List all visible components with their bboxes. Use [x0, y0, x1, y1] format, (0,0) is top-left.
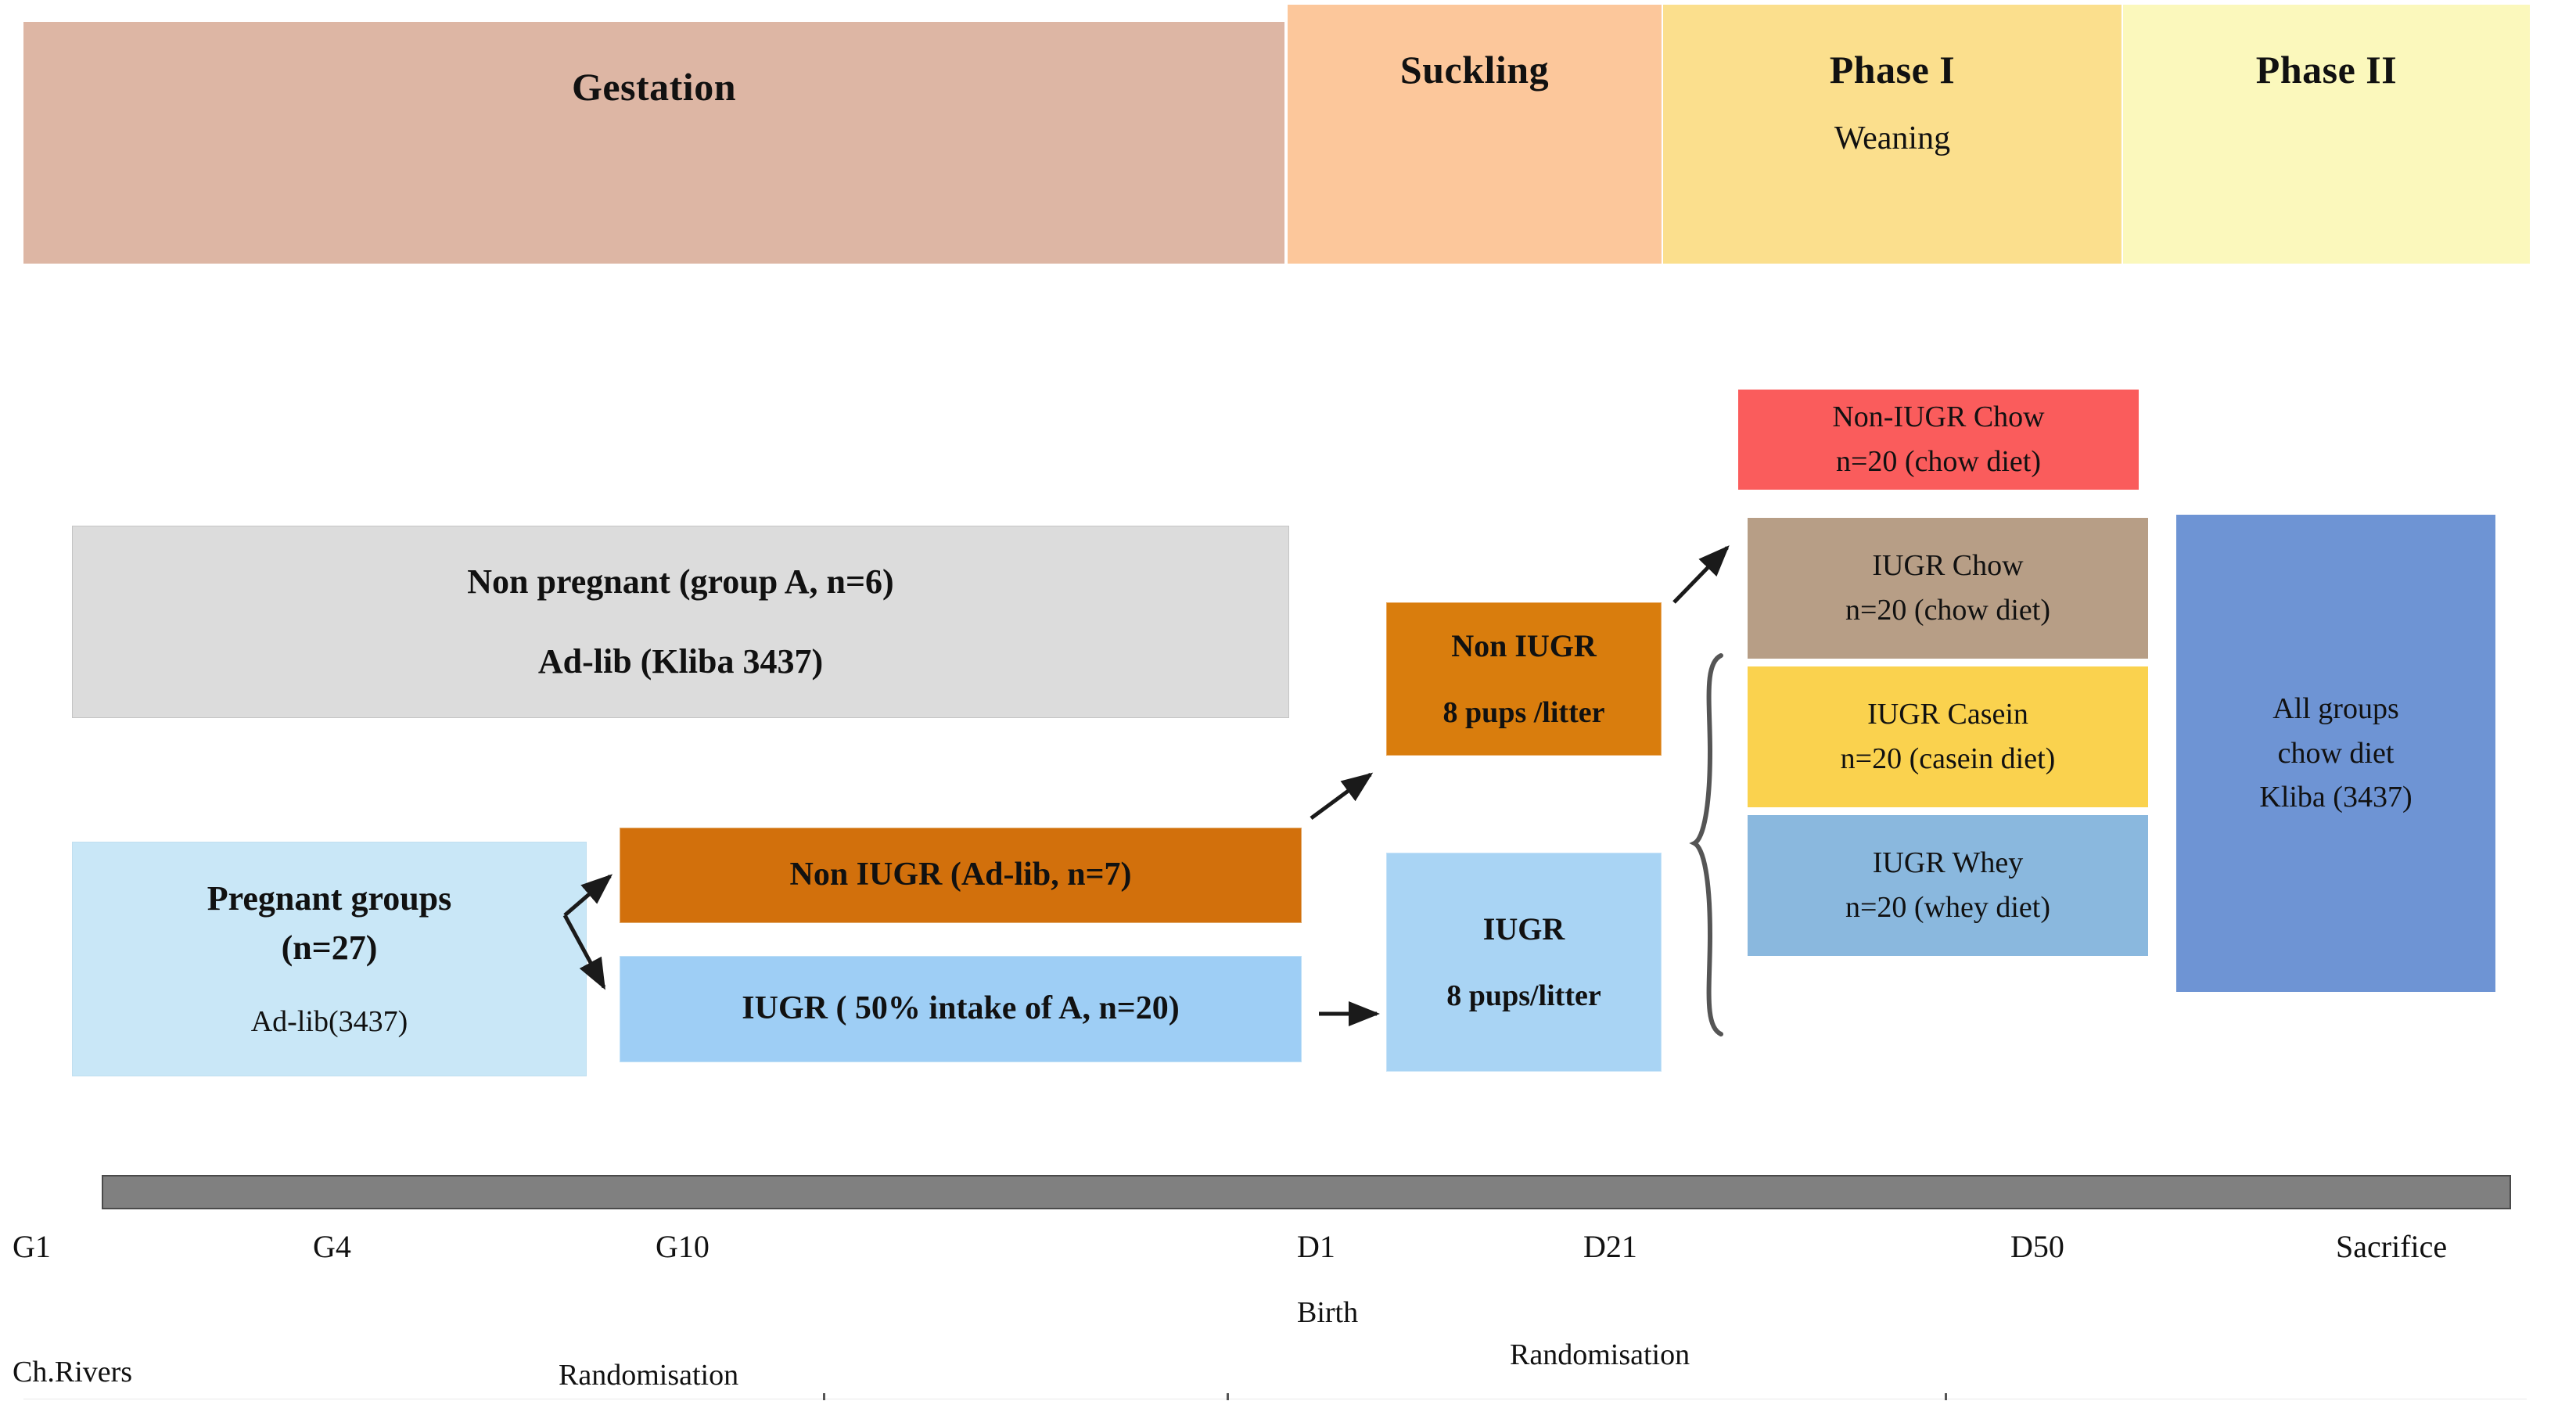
non-iugr-pups-line-1: Non IUGR: [1451, 628, 1597, 664]
banner-segment-phase-i: Phase I Weaning: [1663, 5, 2122, 264]
banner-segment-gestation: Gestation: [23, 22, 1284, 264]
iugr-pups-line-1: IUGR: [1482, 911, 1565, 947]
non-pregnant-line-1: Non pregnant (group A, n=6): [467, 562, 894, 601]
pregnant-groups-line-2: (n=27): [281, 928, 378, 967]
timeline-tick-3: [1945, 1393, 1947, 1400]
iugr-pups-line-2: 8 pups/litter: [1446, 979, 1601, 1013]
banner-subtitle-weaning: Weaning: [1834, 120, 1951, 156]
timeline-label-g1: G1: [13, 1229, 51, 1264]
box-diet-iugr-whey: IUGR Whey n=20 (whey diet): [1748, 815, 2148, 956]
iugr-intake-label: IUGR ( 50% intake of A, n=20): [742, 990, 1180, 1027]
timeline-label-sacrifice: Sacrifice: [2336, 1229, 2448, 1264]
non-iugr-adlib-label: Non IUGR (Ad-lib, n=7): [789, 857, 1132, 893]
pregnant-groups-line-1: Pregnant groups: [207, 879, 452, 918]
timeline-tick-2: [1227, 1393, 1229, 1400]
pregnant-groups-line-3: Ad-lib(3437): [250, 1005, 408, 1038]
box-iugr-intake: IUGR ( 50% intake of A, n=20): [620, 956, 1302, 1062]
banner-title-gestation: Gestation: [571, 65, 737, 109]
timeline-sub-birth: Birth: [1297, 1296, 1359, 1329]
diet-iugr-chow-line-1: IUGR Chow: [1872, 549, 2024, 583]
diet-iugr-whey-line-1: IUGR Whey: [1872, 846, 2024, 880]
box-pregnant-groups: Pregnant groups (n=27) Ad-lib(3437): [72, 842, 587, 1076]
timeline-label-g4: G4: [313, 1229, 351, 1264]
banner-segment-suckling: Suckling: [1288, 5, 1662, 264]
non-pregnant-line-2: Ad-lib (Kliba 3437): [537, 642, 824, 681]
diet-iugr-casein-line-1: IUGR Casein: [1867, 698, 2028, 731]
box-non-pregnant: Non pregnant (group A, n=6) Ad-lib (Klib…: [72, 526, 1289, 718]
timeline-sub-ch-rivers: Ch.Rivers: [13, 1356, 133, 1388]
box-diet-iugr-casein: IUGR Casein n=20 (casein diet): [1748, 666, 2148, 807]
all-groups-line-2: chow diet: [2277, 736, 2395, 770]
timeline-bar: [102, 1175, 2511, 1209]
non-iugr-pups-line-2: 8 pups /litter: [1442, 696, 1605, 730]
diet-iugr-chow-line-2: n=20 (chow diet): [1845, 594, 2051, 627]
brace-iugr-diet-groups: [1689, 653, 1723, 1036]
timeline-label-d21: D21: [1583, 1229, 1637, 1264]
diet-non-iugr-chow-line-2: n=20 (chow diet): [1835, 445, 2042, 478]
arrow-non-iugr-pups-to-chow: [1672, 545, 1730, 604]
timeline-label-d50: D50: [2010, 1229, 2064, 1264]
diet-iugr-whey-line-2: n=20 (whey diet): [1845, 891, 2051, 924]
diet-iugr-casein-line-2: n=20 (casein diet): [1840, 742, 2056, 775]
box-non-iugr-pups: Non IUGR 8 pups /litter: [1386, 602, 1662, 756]
box-diet-non-iugr-chow: Non-IUGR Chow n=20 (chow diet): [1738, 390, 2139, 490]
banner-segment-phase-ii: Phase II: [2123, 5, 2530, 264]
banner-title-suckling: Suckling: [1399, 48, 1550, 92]
box-iugr-pups: IUGR 8 pups/litter: [1386, 853, 1662, 1072]
arrow-non-iugr-to-pups: [1310, 772, 1374, 821]
timeline-tick-1: [823, 1393, 825, 1400]
timeline-label-g10: G10: [656, 1229, 710, 1264]
box-non-iugr-adlib: Non IUGR (Ad-lib, n=7): [620, 828, 1302, 923]
all-groups-line-3: Kliba (3437): [2259, 781, 2413, 814]
all-groups-line-1: All groups: [2272, 692, 2399, 726]
timeline-annotation-g10: Randomisation: [559, 1359, 739, 1392]
banner-title-phase-i: Phase I: [1829, 48, 1956, 92]
timeline-label-d1: D1: [1297, 1229, 1335, 1264]
timeline-annotation-d21: Randomisation: [1510, 1338, 1690, 1371]
box-all-groups-chow: All groups chow diet Kliba (3437): [2176, 515, 2495, 992]
box-diet-iugr-chow: IUGR Chow n=20 (chow diet): [1748, 518, 2148, 659]
diet-non-iugr-chow-line-1: Non-IUGR Chow: [1832, 401, 2045, 434]
banner-title-phase-ii: Phase II: [2255, 48, 2398, 92]
